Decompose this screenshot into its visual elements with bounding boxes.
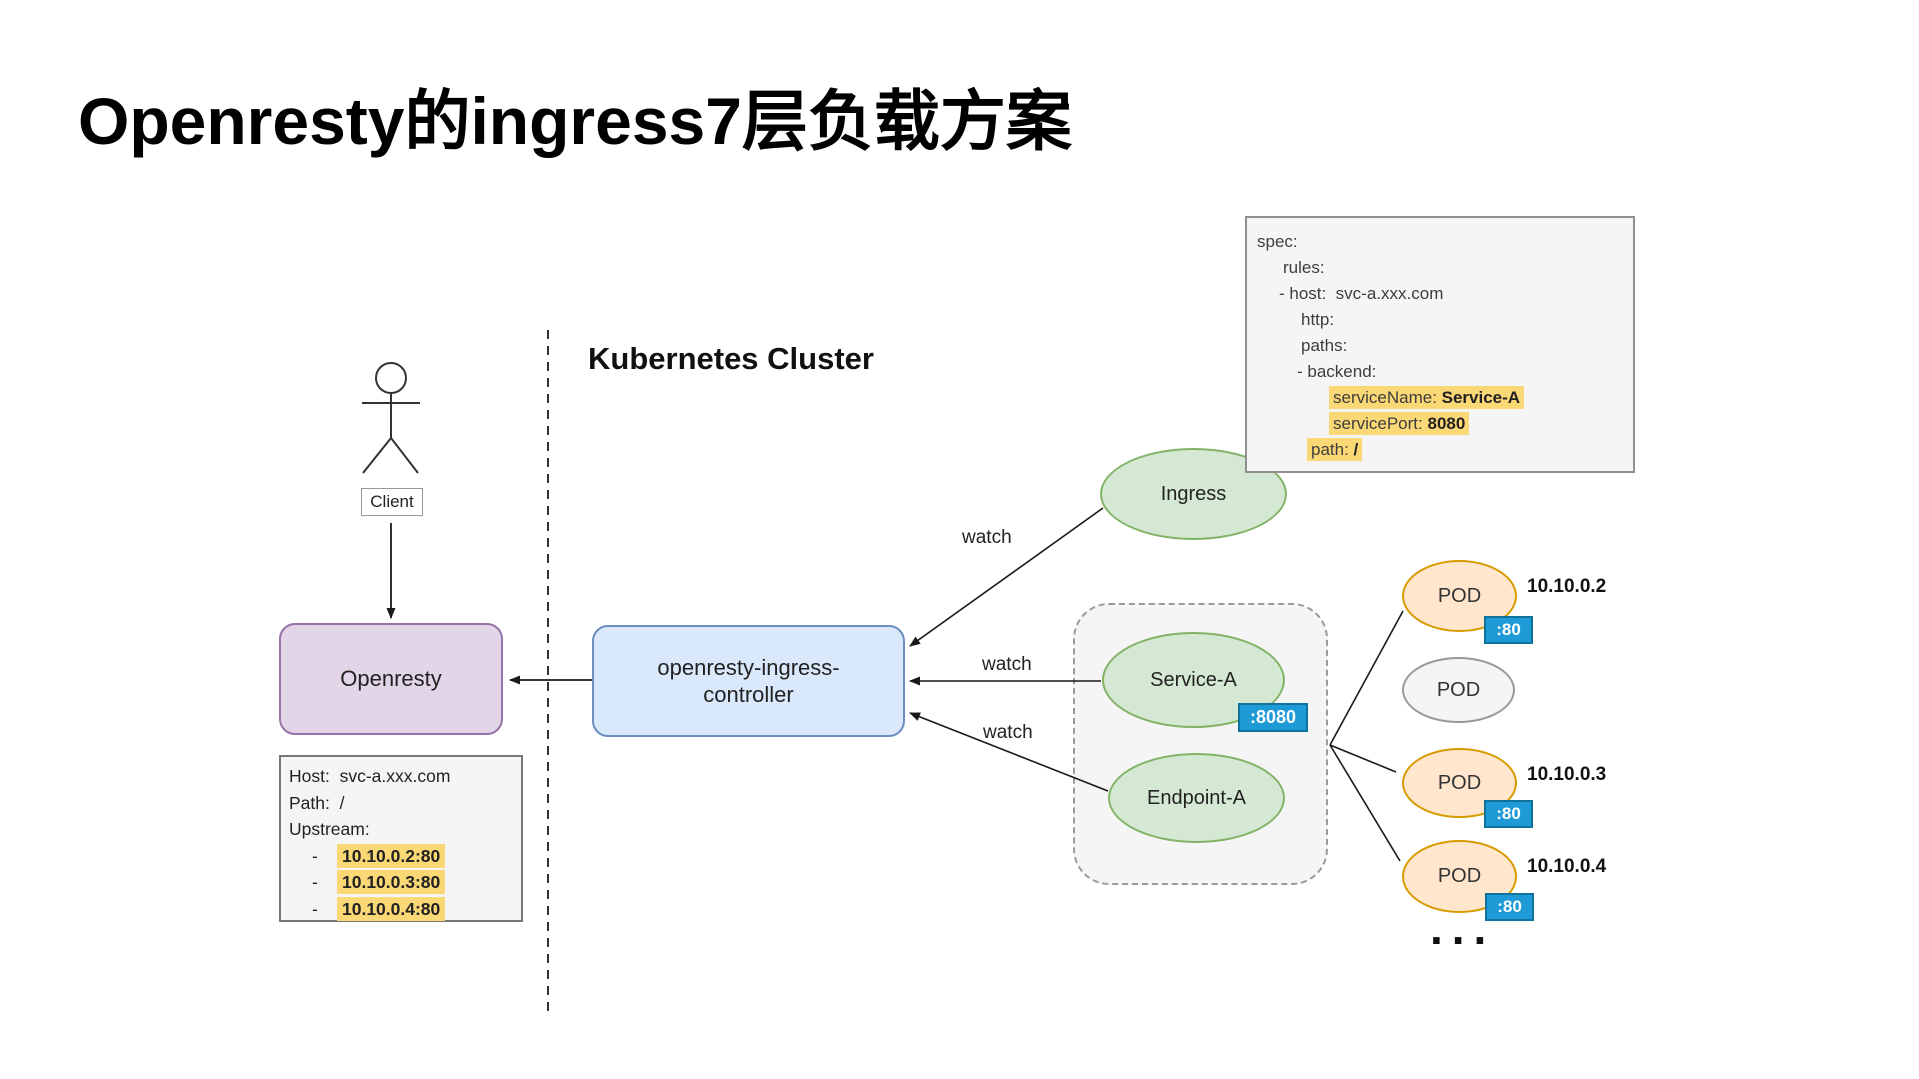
pod-port-badge: :80 (1485, 893, 1534, 921)
watch-label-endpoint: watch (983, 722, 1033, 743)
spec-line-servicename: serviceName: Service-A (1329, 385, 1633, 411)
watch-label-ingress: watch (962, 527, 1012, 548)
path-line: Path: / (289, 792, 345, 813)
spec-value: Service-A (1441, 388, 1521, 407)
openresty-node: Openresty (279, 623, 503, 735)
pod-node-inactive: POD (1402, 657, 1515, 723)
host-line: Host: svc-a.xxx.com (289, 766, 451, 786)
upstream-item: -10.10.0.2:80 (289, 843, 521, 870)
spec-line: paths: (1301, 336, 1348, 355)
ingress-watch-arrow (909, 507, 1104, 647)
spec-line: rules: (1283, 258, 1325, 277)
spec-line: - host: svc-a.xxx.com (1279, 284, 1444, 303)
pod-ip-label: 10.10.0.2 (1527, 576, 1607, 597)
upstream-address: 10.10.0.2:80 (337, 843, 446, 868)
kubernetes-cluster-label: Kubernetes Cluster (588, 341, 874, 376)
client-stick-figure-icon (362, 362, 420, 474)
upstream-address: 10.10.0.3:80 (337, 870, 446, 894)
page-title: Openresty的ingress7层负载方案 (78, 84, 1072, 158)
ingress-controller-node: openresty-ingress-controller (592, 625, 905, 737)
spec-line: http: (1301, 310, 1335, 329)
upstream-item: -10.10.0.3:80 (289, 869, 521, 896)
ingress-controller-label: openresty-ingress-controller (657, 655, 840, 707)
spec-key: serviceName: (1333, 388, 1442, 407)
upstream-address: 10.10.0.4:80 (337, 896, 446, 921)
spec-key: servicePort: (1333, 414, 1428, 433)
pod-ip-label: 10.10.0.4 (1527, 856, 1607, 877)
pod-port-badge: :80 (1484, 800, 1533, 828)
endpoint-watch-arrow (909, 712, 1109, 792)
endpoint-to-pods-lines (1329, 610, 1404, 862)
pod-port-badge: :80 (1484, 616, 1533, 644)
spec-line: spec: (1257, 232, 1298, 251)
watch-label-service: watch (982, 654, 1032, 675)
endpoint-a-node: Endpoint-A (1108, 753, 1285, 843)
spec-line-serviceport: servicePort: 8080 (1329, 411, 1633, 437)
upstream-line: Upstream: (289, 819, 370, 839)
client-label: Client (361, 488, 423, 516)
ingress-spec-yaml-box: spec: rules: - host: svc-a.xxx.com http:… (1245, 216, 1635, 473)
service-port-badge: :8080 (1238, 703, 1308, 732)
more-pods-ellipsis: ... (1430, 902, 1496, 954)
pod-ip-label: 10.10.0.3 (1527, 764, 1607, 785)
upstream-item: -10.10.0.4:80 (289, 896, 521, 923)
spec-line-path: path: / (1307, 437, 1633, 463)
openresty-upstream-config-box: Host: svc-a.xxx.com Path: / Upstream: -1… (279, 755, 523, 922)
spec-line: - backend: (1297, 362, 1377, 381)
spec-value: / (1353, 440, 1359, 459)
spec-value: 8080 (1427, 414, 1466, 433)
spec-key: path: (1311, 440, 1354, 459)
